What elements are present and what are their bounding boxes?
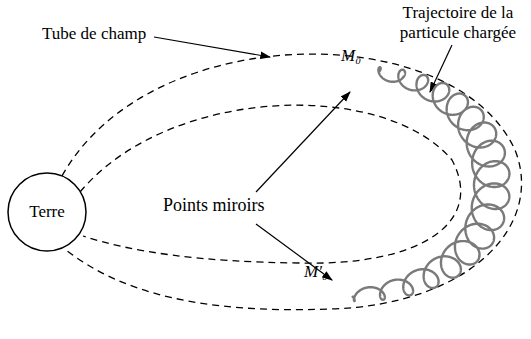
- earth-outline: [8, 173, 86, 251]
- inner-field-line: [80, 105, 461, 263]
- point-label: M′₀: [304, 262, 328, 282]
- leader-arrow: [256, 92, 350, 192]
- leader-arrow: [154, 37, 270, 57]
- particle-trajectory: [352, 67, 509, 301]
- earth-circle: Terre: [7, 172, 87, 252]
- point-label: M₀: [341, 46, 361, 66]
- trajectory-label: Trajectoire de la particule chargée: [388, 3, 528, 42]
- tube-label: Tube de champ: [42, 24, 146, 44]
- outer-field-line: [62, 54, 522, 310]
- node-label: Terre: [29, 202, 65, 222]
- mirror-points-label: Points miroirs: [163, 195, 265, 216]
